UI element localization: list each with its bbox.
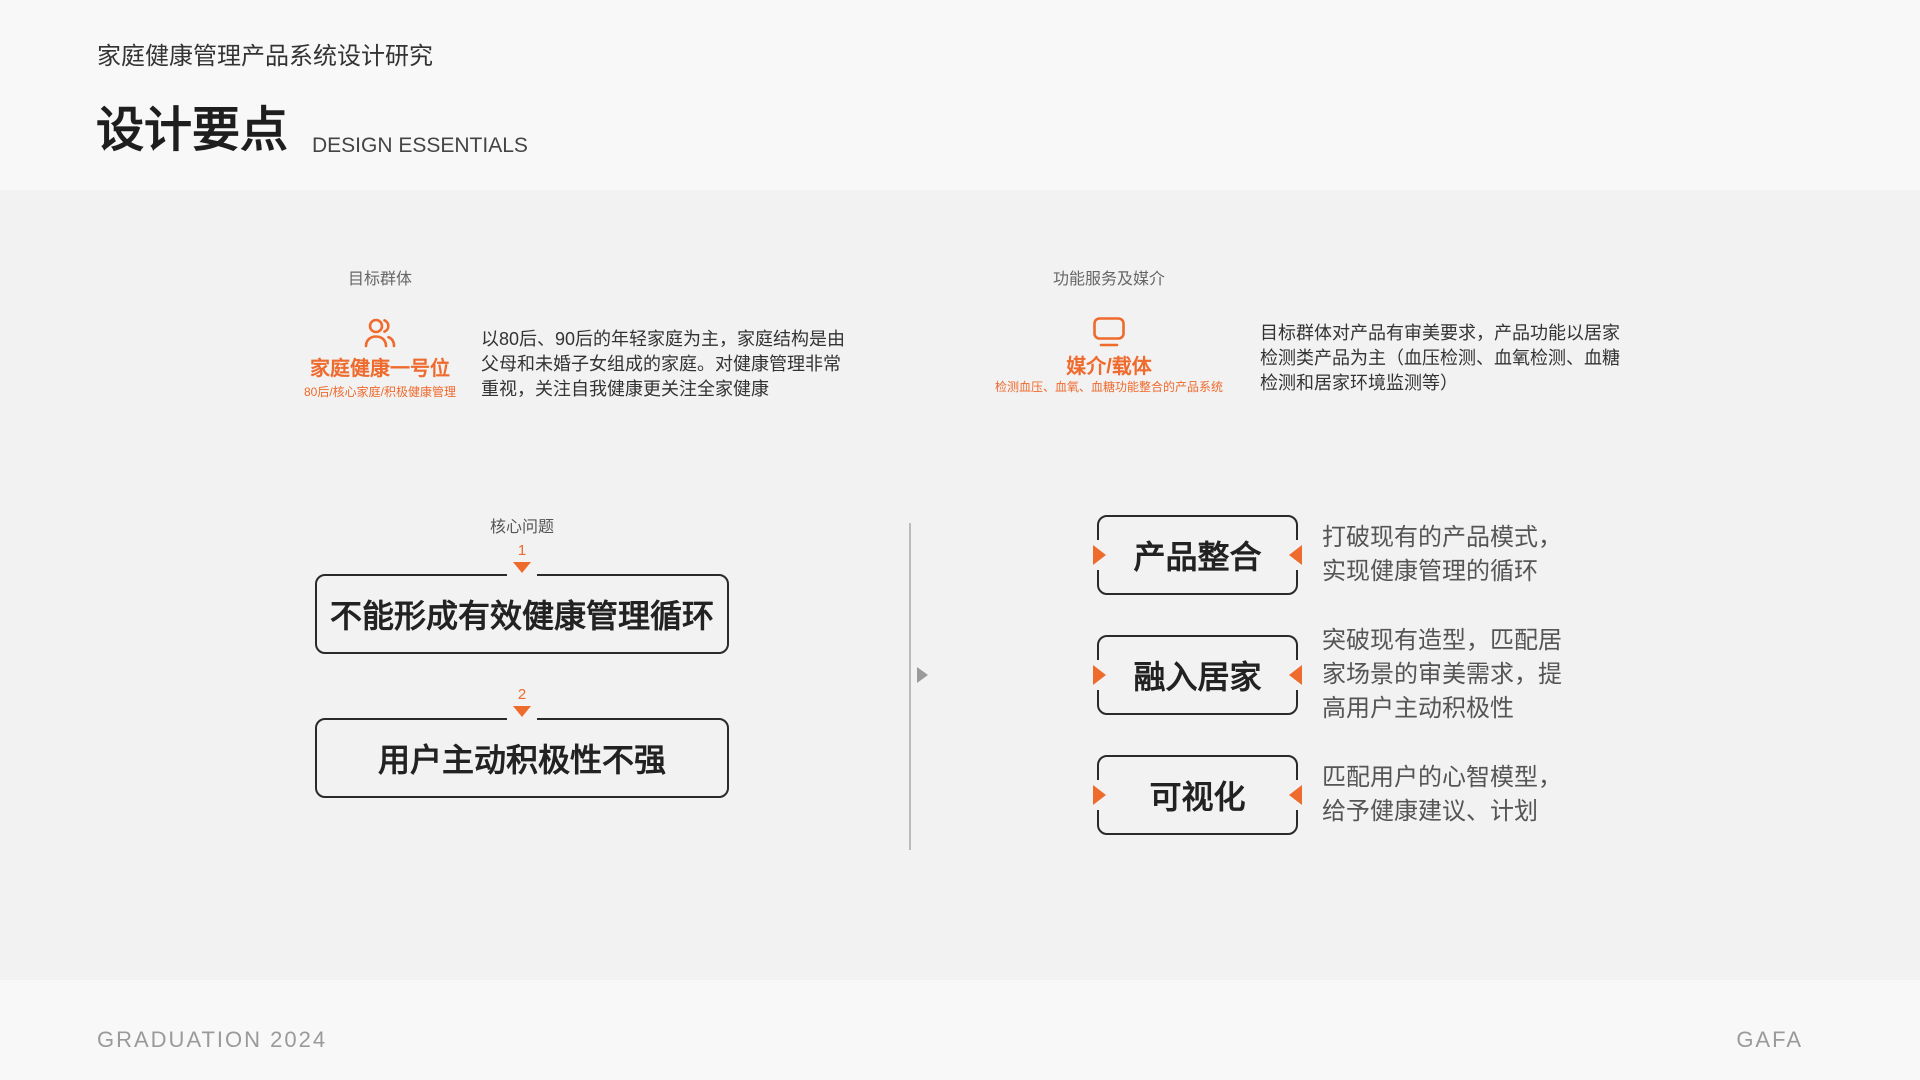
description-line: 检测类产品为主（血压检测、血氧检测、血糖 xyxy=(1260,348,1620,368)
description-line: 打破现有的产品模式， xyxy=(1322,524,1562,551)
border-gap xyxy=(507,715,537,722)
solution-title: 产品整合 xyxy=(1133,539,1262,575)
content-band xyxy=(0,190,1920,980)
triangle-right-icon xyxy=(1093,665,1106,685)
service-media-label: 功能服务及媒介 xyxy=(1052,271,1165,288)
description-line: 检测和居家环境监测等） xyxy=(1260,373,1458,393)
target-group-title: 家庭健康一号位 xyxy=(310,358,450,380)
triangle-right-icon xyxy=(1093,785,1106,805)
section-subtitle: DESIGN ESSENTIALS xyxy=(312,134,528,157)
triangle-right-icon xyxy=(1093,545,1106,565)
core-problem-item: 1 不能形成有效健康管理循环 xyxy=(315,542,729,654)
description-line: 突破现有造型，匹配居 xyxy=(1322,627,1562,654)
triangle-left-icon xyxy=(1289,665,1302,685)
service-media-title: 媒介/载体 xyxy=(1066,356,1152,378)
solutions-list: 产品整合 打破现有的产品模式， 实现健康管理的循环 融入居家 突破现有造型，匹配… xyxy=(1092,515,1562,835)
service-media-card: 功能服务及媒介 媒介/载体 检测血压、血氧、血糖功能整合的产品系统 xyxy=(979,270,1239,410)
core-problem-item: 2 用户主动积极性不强 xyxy=(315,686,729,798)
core-problems-list: 1 不能形成有效健康管理循环 2 用户主动积极性不强 xyxy=(315,542,729,798)
description-line: 高用户主动积极性 xyxy=(1322,695,1514,722)
users-icon xyxy=(364,318,396,348)
solution-row: 可视化 匹配用户的心智模型， 给予健康建议、计划 xyxy=(1092,755,1562,835)
target-group-tags: 80后/核心家庭/积极健康管理 xyxy=(303,385,457,399)
solution-title: 可视化 xyxy=(1149,779,1246,815)
target-group-card: 目标群体 家庭健康一号位 80后/核心家庭/积极健康管理 xyxy=(280,270,480,410)
problem-box: 不能形成有效健康管理循环 xyxy=(315,574,729,654)
triangle-down-icon xyxy=(513,562,531,573)
problem-number: 1 xyxy=(517,542,527,559)
monitor-icon xyxy=(1092,316,1126,348)
triangle-left-icon xyxy=(1289,545,1302,565)
solution-description: 打破现有的产品模式， 实现健康管理的循环 xyxy=(1322,521,1562,589)
target-group-label: 目标群体 xyxy=(347,271,412,288)
description-line: 给予健康建议、计划 xyxy=(1322,798,1538,825)
border-gap xyxy=(507,571,537,578)
triangle-left-icon xyxy=(1289,785,1302,805)
solution-row: 融入居家 突破现有造型，匹配居 家场景的审美需求，提 高用户主动积极性 xyxy=(1092,627,1562,722)
description-line: 父母和未婚子女组成的家庭。对健康管理非常 xyxy=(481,354,841,374)
solution-row: 产品整合 打破现有的产品模式， 实现健康管理的循环 xyxy=(1092,515,1562,595)
project-title: 家庭健康管理产品系统设计研究 xyxy=(97,43,433,70)
problem-box: 用户主动积极性不强 xyxy=(315,718,729,798)
description-line: 以80后、90后的年轻家庭为主，家庭结构是由 xyxy=(481,329,846,349)
problem-number: 2 xyxy=(517,686,527,703)
solution-title: 融入居家 xyxy=(1133,659,1262,695)
vertical-divider xyxy=(909,523,911,850)
footer-graduation-label: GRADUATION 2024 xyxy=(97,1027,328,1052)
section-title: 设计要点 xyxy=(96,104,289,157)
description-line: 匹配用户的心智模型， xyxy=(1322,764,1562,791)
solution-box: 可视化 xyxy=(1092,755,1303,835)
description-line: 实现健康管理的循环 xyxy=(1322,558,1538,585)
solution-box: 产品整合 xyxy=(1092,515,1303,595)
footer-school-label: GAFA xyxy=(1736,1027,1803,1052)
solution-description: 突破现有造型，匹配居 家场景的审美需求，提 高用户主动积极性 xyxy=(1322,624,1562,726)
arrow-right-icon xyxy=(917,667,928,683)
core-problems-label: 核心问题 xyxy=(489,519,554,536)
service-media-description: 目标群体对产品有审美要求，产品功能以居家 检测类产品为主（血压检测、血氧检测、血… xyxy=(1260,321,1620,396)
description-line: 重视，关注自我健康更关注全家健康 xyxy=(481,379,769,399)
triangle-down-icon xyxy=(513,706,531,717)
service-media-tags: 检测血压、血氧、血糖功能整合的产品系统 xyxy=(994,380,1223,394)
target-group-description: 以80后、90后的年轻家庭为主，家庭结构是由 父母和未婚子女组成的家庭。对健康管… xyxy=(481,327,845,402)
description-line: 目标群体对产品有审美要求，产品功能以居家 xyxy=(1260,323,1620,343)
solution-box: 融入居家 xyxy=(1092,635,1303,715)
description-line: 家场景的审美需求，提 xyxy=(1322,661,1562,688)
solution-description: 匹配用户的心智模型， 给予健康建议、计划 xyxy=(1322,761,1562,829)
